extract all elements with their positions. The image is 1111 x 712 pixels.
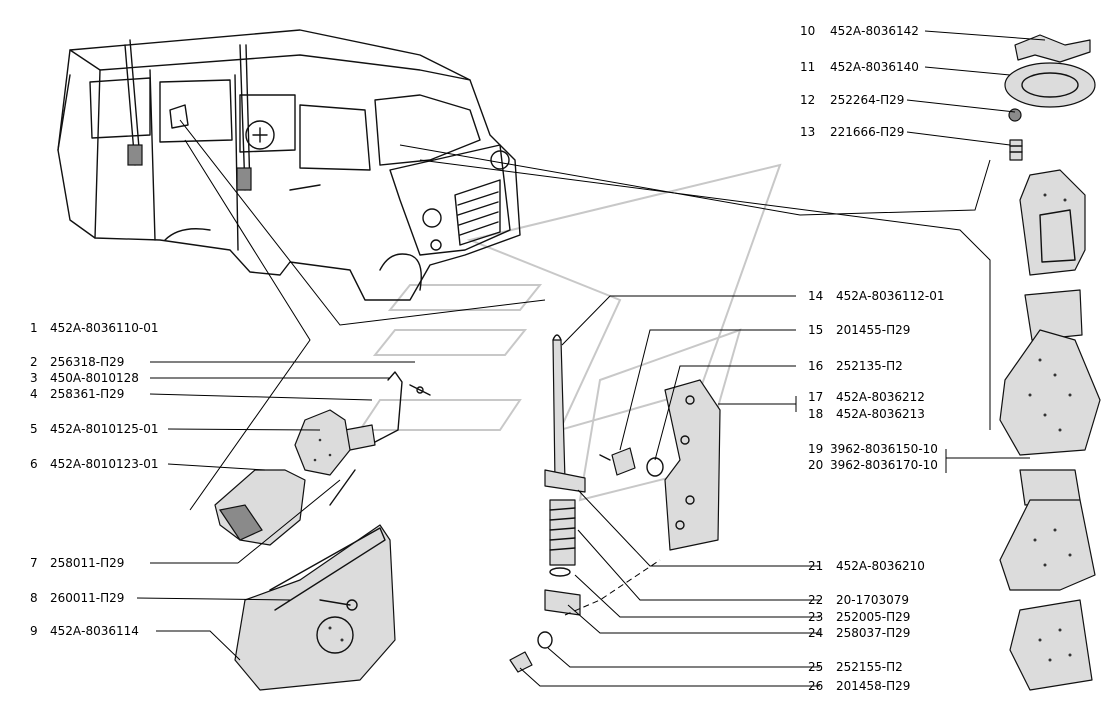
part-number-24: 24 <box>808 626 823 640</box>
part-code-9: 452А-8036114 <box>50 624 139 638</box>
part-code-4: 258361-П29 <box>50 387 124 401</box>
part-number-20: 20 <box>808 458 823 472</box>
part-number-12: 12 <box>800 93 815 107</box>
part-code-2: 256318-П29 <box>50 355 124 369</box>
part-code-22: 20-1703079 <box>836 593 909 607</box>
part-number-2: 2 <box>30 355 38 369</box>
part-code-3: 450А-8010128 <box>50 371 139 385</box>
part-number-6: 6 <box>30 457 38 471</box>
part-code-13: 221666-П29 <box>830 125 904 139</box>
part-number-15: 15 <box>808 323 823 337</box>
part-code-1: 452А-8036110-01 <box>50 321 159 335</box>
assembly-leaders <box>179 119 991 511</box>
label-leaders <box>136 30 1046 687</box>
part-number-25: 25 <box>808 660 823 674</box>
part-number-17: 17 <box>808 390 823 404</box>
part-number-16: 16 <box>808 359 823 373</box>
part-code-18: 452А-8036213 <box>836 407 925 421</box>
part-code-5: 452А-8010125-01 <box>50 422 159 436</box>
part-code-6: 452А-8010123-01 <box>50 457 159 471</box>
part-code-14: 452А-8036112-01 <box>836 289 945 303</box>
part-number-8: 8 <box>30 591 38 605</box>
part-code-24: 258037-П29 <box>836 626 910 640</box>
part-code-17: 452А-8036212 <box>836 390 925 404</box>
part-code-16: 252135-П2 <box>836 359 903 373</box>
part-number-19: 19 <box>808 442 823 456</box>
part-code-26: 201458-П29 <box>836 679 910 693</box>
part-number-11: 11 <box>800 60 815 74</box>
part-number-13: 13 <box>800 125 815 139</box>
part-code-21: 452А-8036210 <box>836 559 925 573</box>
labels-right-bottom: 14 452А-8036112-01 15 201455-П29 16 2521… <box>808 289 945 693</box>
labels-right-top: 10 452А-8036142 11 452А-8036140 12 25226… <box>800 24 919 139</box>
part-number-5: 5 <box>30 422 38 436</box>
part-code-23: 252005-П29 <box>836 610 910 624</box>
part-number-14: 14 <box>808 289 823 303</box>
part-number-21: 21 <box>808 559 823 573</box>
part-code-7: 258011-П29 <box>50 556 124 570</box>
part-number-3: 3 <box>30 371 38 385</box>
part-code-20: 3962-8036170-10 <box>830 458 938 472</box>
part-number-18: 18 <box>808 407 823 421</box>
part-code-12: 252264-П29 <box>830 93 904 107</box>
part-code-19: 3962-8036150-10 <box>830 442 938 456</box>
van-body-illustration <box>57 29 521 301</box>
part-number-1: 1 <box>30 321 38 335</box>
part-code-25: 252155-П2 <box>836 660 903 674</box>
part-number-10: 10 <box>800 24 815 38</box>
part-code-10: 452А-8036142 <box>830 24 919 38</box>
part-number-23: 23 <box>808 610 823 624</box>
part-code-15: 201455-П29 <box>836 323 910 337</box>
part-number-4: 4 <box>30 387 38 401</box>
part-code-8: 260011-П29 <box>50 591 124 605</box>
center-hinge-assembly <box>509 334 721 673</box>
left-lock-assembly <box>214 371 431 691</box>
part-number-7: 7 <box>30 556 38 570</box>
labels-left: 1 452А-8036110-01 2 256318-П29 3 450А-80… <box>30 321 159 638</box>
part-number-26: 26 <box>808 679 823 693</box>
part-code-11: 452А-8036140 <box>830 60 919 74</box>
part-number-22: 22 <box>808 593 823 607</box>
right-strap-assembly <box>999 34 1101 691</box>
part-number-9: 9 <box>30 624 38 638</box>
